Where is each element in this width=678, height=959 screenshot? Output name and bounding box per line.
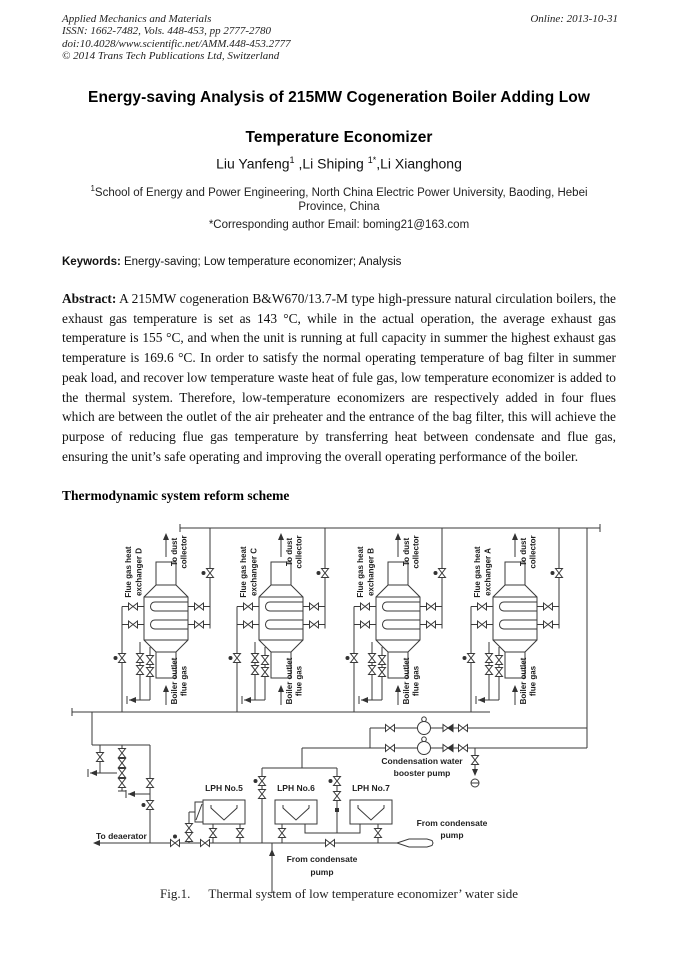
lph-bypass-lines: [254, 748, 341, 843]
unit-a-to-dust-line2: collector: [529, 535, 538, 568]
unit-b-label-line2: exchanger B: [367, 548, 376, 596]
unit-c-boiler-outlet-line1: Boiler outlet: [285, 657, 294, 704]
to-deaerator-label: To deaerator: [96, 831, 148, 841]
lph7-label: LPH No.7: [352, 783, 390, 793]
unit-c-label-line1: Flue gas heat: [239, 546, 248, 597]
unit-b-to-dust-line1: To dust: [402, 538, 411, 567]
unit-a-label-line1: Flue gas heat: [473, 546, 482, 597]
author-2-affiliation-mark: 1*: [367, 155, 377, 165]
unit-c-boiler-outlet-line2: flue gas: [295, 665, 304, 696]
figure-caption-text: Thermal system of low temperature econom…: [208, 886, 518, 901]
author-list: Liu Yanfeng1 ,Li Shiping 1*,Li Xianghong: [62, 155, 616, 172]
journal-issn: ISSN: 1662-7482, Vols. 448-453, pp 2777-…: [62, 25, 271, 38]
author-3: ,Li Xianghong: [376, 155, 462, 172]
section-heading: Thermodynamic system reform scheme: [62, 488, 290, 503]
keywords-text: Energy-saving; Low temperature economize…: [120, 256, 402, 268]
journal-name: Applied Mechanics and Materials: [62, 13, 212, 25]
abstract-text: A 215MW cogeneration B&W670/13.7-M type …: [62, 291, 616, 464]
unit-a-boiler-outlet-line2: flue gas: [529, 665, 538, 696]
author-1: Liu Yanfeng: [216, 155, 290, 172]
deaerator-piping: [87, 712, 154, 843]
author-1-affiliation-mark: 1: [289, 155, 295, 165]
abstract: Abstract: A 215MW cogeneration B&W670/13…: [62, 289, 616, 466]
unit-a-label-line2: exchanger A: [484, 548, 493, 596]
booster-pump-group: [302, 716, 587, 788]
abstract-label: Abstract:: [62, 291, 117, 306]
figure-caption-number: Fig.1.: [160, 886, 191, 901]
affiliation-line2: Province, China: [298, 201, 380, 214]
unit-b-boiler-outlet-line1: Boiler outlet: [402, 657, 411, 704]
unit-b-label-line1: Flue gas heat: [356, 546, 365, 597]
from-condensate-bottom-line2: pump: [310, 867, 333, 877]
lph-no6: [274, 799, 361, 843]
unit-a-boiler-outlet-line1: Boiler outlet: [519, 657, 528, 704]
journal-doi: doi:10.4028/www.scientific.net/AMM.448-4…: [62, 37, 291, 50]
unit-b-boiler-outlet-line2: flue gas: [412, 665, 421, 696]
keywords-row: Keywords: Energy-saving; Low temperature…: [62, 256, 616, 268]
affiliation: 1School of Energy and Power Engineering,…: [62, 182, 616, 215]
online-date: Online: 2013-10-31: [530, 13, 618, 25]
unit-b-to-dust-line2: collector: [412, 535, 421, 568]
booster-pump-label-line2: booster pump: [394, 768, 451, 778]
unit-d-to-dust-line1: To dust: [170, 538, 179, 567]
water-return-header: [71, 524, 601, 748]
journal-header: Applied Mechanics and Materials ISSN: 16…: [62, 13, 291, 63]
from-condensate-right-line1: From condensate: [417, 818, 488, 828]
journal-copyright: © 2014 Trans Tech Publications Ltd, Swit…: [62, 50, 280, 63]
affiliation-line1: School of Energy and Power Engineering, …: [94, 186, 588, 199]
unit-a-to-dust-line1: To dust: [519, 538, 528, 567]
paper-title-line2: Temperature Economizer: [245, 129, 433, 146]
unit-d-boiler-outlet-line1: Boiler outlet: [170, 657, 179, 704]
paper-title-line1: Energy-saving Analysis of 215MW Cogenera…: [88, 89, 590, 106]
booster-pump-label-line1: Condensation water: [381, 756, 463, 766]
unit-c-to-dust-line1: To dust: [285, 538, 294, 567]
lph-no7: [349, 799, 393, 843]
from-condensate-bottom-line1: From condensate: [287, 854, 358, 864]
author-2: ,Li Shiping: [294, 155, 368, 172]
figure-caption: Fig.1. Thermal system of low temperature …: [62, 886, 616, 902]
lph-no5: [185, 799, 246, 843]
corresponding-email: *Corresponding author Email: boming21@16…: [208, 219, 470, 231]
unit-c-label-line2: exchanger C: [250, 548, 259, 596]
figure-1-diagram: Flue gas heat exchanger D To dust collec…: [71, 524, 601, 893]
from-condensate-right-line2: pump: [440, 830, 463, 840]
keywords-label: Keywords:: [62, 256, 121, 268]
unit-d-label-line1: Flue gas heat: [124, 546, 133, 597]
unit-d-label-line2: exchanger D: [135, 548, 144, 596]
unit-d-to-dust-line2: collector: [180, 535, 189, 568]
lph5-label: LPH No.5: [205, 783, 243, 793]
affiliation-mark: 1: [90, 184, 95, 193]
unit-c-to-dust-line2: collector: [295, 535, 304, 568]
main-condensate-line: [93, 835, 434, 893]
lph6-label: LPH No.6: [277, 783, 315, 793]
unit-d-boiler-outlet-line2: flue gas: [180, 665, 189, 696]
